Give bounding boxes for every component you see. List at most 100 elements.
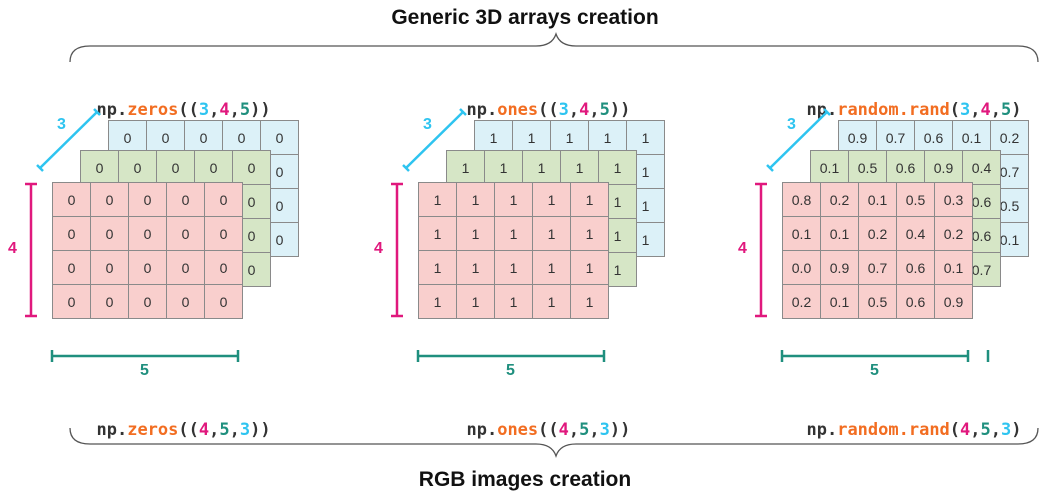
zeros-cols-label: 5 <box>140 362 149 379</box>
grid-cell: 1 <box>598 150 637 185</box>
grid-cell: 0 <box>52 250 91 285</box>
code-rand-top: np.random.rand(3,4,5) <box>806 100 1022 120</box>
grid-cell: 0.2 <box>858 216 897 251</box>
grid-cell: 1 <box>456 284 495 319</box>
grid-cell: 1 <box>418 284 457 319</box>
grid-cell: 0 <box>166 216 205 251</box>
grid-cell: 1 <box>494 182 533 217</box>
grid-cell: 1 <box>522 150 561 185</box>
ones-cols-label: 5 <box>506 362 515 379</box>
grid-cell: 0 <box>90 284 129 319</box>
top-title: Generic 3D arrays creation <box>391 6 659 29</box>
grid-cell: 0.3 <box>934 182 973 217</box>
grid-cell: 0 <box>90 182 129 217</box>
grid-cell: 1 <box>494 216 533 251</box>
zeros-depth-label: 3 <box>57 116 66 133</box>
grid-cell: 1 <box>456 182 495 217</box>
grid-cell: 0 <box>128 250 167 285</box>
grid-cell: 1 <box>588 120 627 155</box>
grid-cell: 0 <box>128 182 167 217</box>
grid-cell: 1 <box>446 150 485 185</box>
grid-cell: 0.4 <box>962 150 1001 185</box>
grid-cell: 1 <box>456 216 495 251</box>
grid-cell: 0 <box>194 150 233 185</box>
grid-cell: 0.2 <box>782 284 821 319</box>
code-ones-top: np.ones((3,4,5)) <box>466 100 631 120</box>
code-ones-bottom: np.ones((4,5,3)) <box>466 420 631 440</box>
grid-cell: 1 <box>494 284 533 319</box>
grid-cell: 1 <box>512 120 551 155</box>
grid-cell: 1 <box>626 120 665 155</box>
grid-cell: 1 <box>550 120 589 155</box>
grid-cell: 0 <box>166 250 205 285</box>
ones-rows-label: 4 <box>374 240 383 257</box>
grid-cell: 0 <box>232 150 271 185</box>
grid-cell: 1 <box>570 216 609 251</box>
grid-cell: 0 <box>222 120 261 155</box>
grid-cell: 0.7 <box>876 120 915 155</box>
grid-cell: 0 <box>128 284 167 319</box>
grid-cell: 0.5 <box>896 182 935 217</box>
grid-cell: 0 <box>204 250 243 285</box>
grid-cell: 0.1 <box>782 216 821 251</box>
grid-cell: 0.2 <box>820 182 859 217</box>
grid-cell: 0.1 <box>810 150 849 185</box>
grid-cell: 0 <box>90 216 129 251</box>
grid-cell: 1 <box>494 250 533 285</box>
grid-cell: 1 <box>560 150 599 185</box>
grid-cell: 0.8 <box>782 182 821 217</box>
rand-cols-label: 5 <box>870 362 879 379</box>
grid-cell: 0 <box>52 182 91 217</box>
rand-depth-label: 3 <box>787 116 796 133</box>
grid-cell: 0 <box>204 216 243 251</box>
grid-cell: 0.1 <box>858 182 897 217</box>
grid-cell: 0 <box>204 182 243 217</box>
grid-cell: 1 <box>570 284 609 319</box>
grid-cell: 0.9 <box>924 150 963 185</box>
grid-cell: 1 <box>418 182 457 217</box>
grid-cell: 0.6 <box>886 150 925 185</box>
grid-cell: 0 <box>128 216 167 251</box>
grid-cell: 1 <box>570 250 609 285</box>
grid-cell: 0 <box>166 182 205 217</box>
grid-cell: 0.2 <box>990 120 1029 155</box>
grid-cell: 0.4 <box>896 216 935 251</box>
grid-cell: 1 <box>532 216 571 251</box>
top-brace <box>69 31 1039 63</box>
grid-cell: 0.1 <box>820 216 859 251</box>
grid-cell: 0.9 <box>820 250 859 285</box>
grid-cell: 0 <box>156 150 195 185</box>
grid-cell: 0 <box>204 284 243 319</box>
grid-cell: 1 <box>532 250 571 285</box>
grid-cell: 1 <box>418 250 457 285</box>
grid-cell: 1 <box>456 250 495 285</box>
grid-cell: 1 <box>532 182 571 217</box>
grid-cell: 0.1 <box>820 284 859 319</box>
grid-cell: 0.7 <box>858 250 897 285</box>
grid-cell: 1 <box>570 182 609 217</box>
grid-cell: 0 <box>52 284 91 319</box>
grid-cell: 1 <box>418 216 457 251</box>
grid-cell: 1 <box>484 150 523 185</box>
grid-cell: 0 <box>52 216 91 251</box>
code-zeros-top: np.zeros((3,4,5)) <box>96 100 271 120</box>
bottom-title: RGB images creation <box>418 468 632 491</box>
grid-cell: 0 <box>166 284 205 319</box>
grid-cell: 0.9 <box>934 284 973 319</box>
